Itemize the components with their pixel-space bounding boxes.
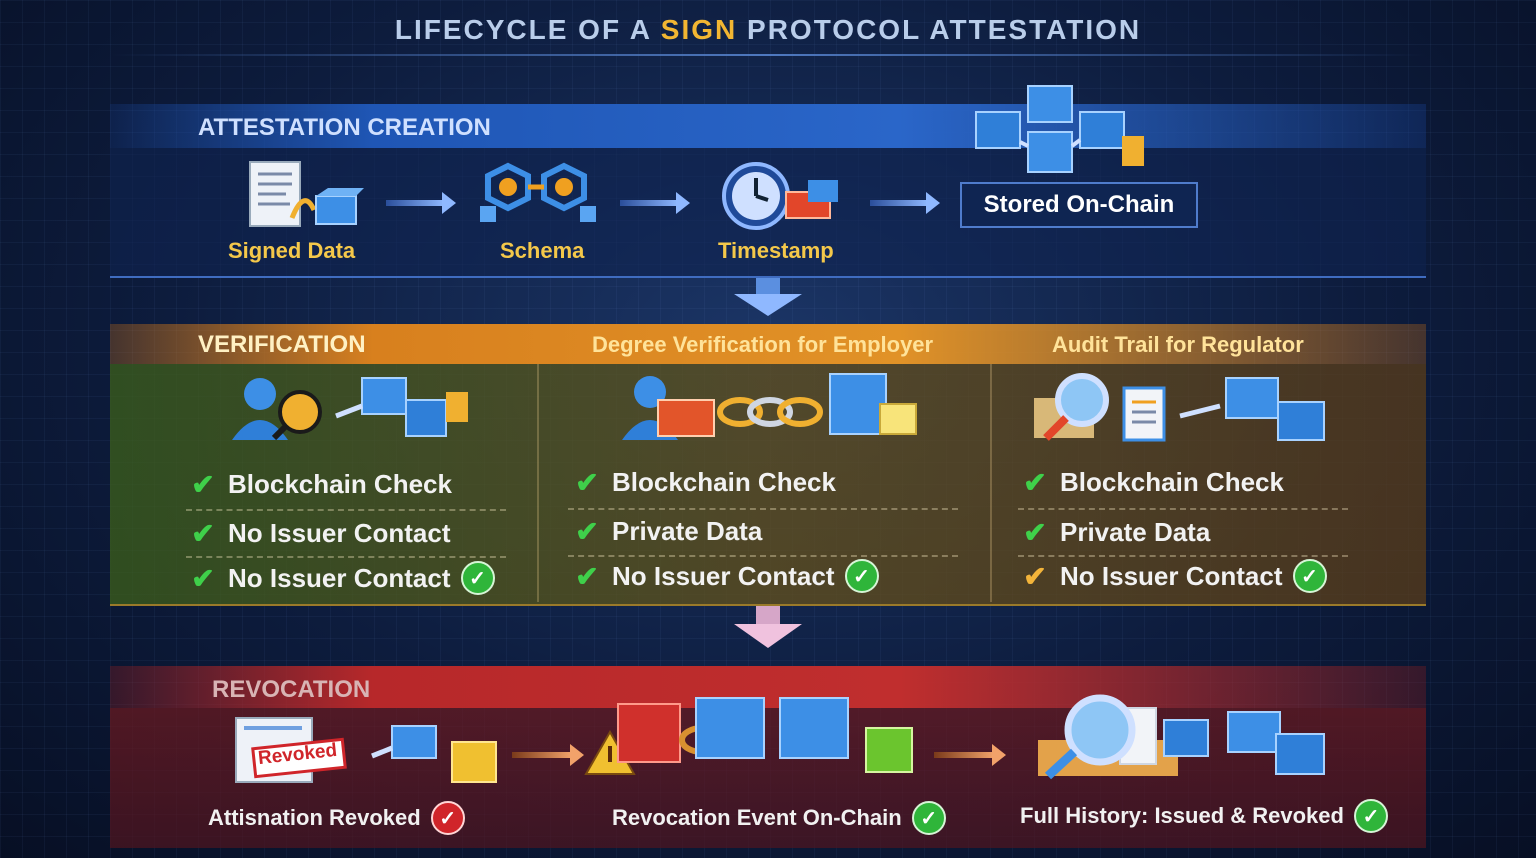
- check-icon: ✔: [188, 517, 218, 550]
- verified-badge-icon: ✓: [461, 561, 495, 595]
- check-icon: ✔: [1020, 516, 1050, 549]
- check-icon: ✔: [572, 560, 602, 593]
- check-icon: ✔: [188, 562, 218, 595]
- check-icon: ✔: [1020, 466, 1050, 499]
- signed-document-icon: [246, 160, 362, 234]
- verification-title: VERIFICATION: [198, 331, 366, 359]
- verified-badge-icon: ✓: [1354, 799, 1388, 833]
- col2-check-3: ✔ No Issuer Contact ✓: [572, 556, 879, 596]
- col2-check-1: ✔ Blockchain Check: [572, 462, 836, 502]
- arrow-right-4: [512, 752, 572, 758]
- verified-badge-icon: ✓: [912, 801, 946, 835]
- column-divider-2: [990, 364, 992, 602]
- creation-title: ATTESTATION CREATION: [198, 114, 491, 142]
- revocation-item-1: Attisnation Revoked ✓: [208, 798, 465, 838]
- step-signed-data: Signed Data: [228, 238, 355, 264]
- arrow-right-3: [870, 200, 928, 206]
- timestamp-clock-icon: [716, 160, 840, 234]
- arrow-right-1: [386, 200, 444, 206]
- verification-col3-title: Audit Trail for Regulator: [1052, 332, 1304, 358]
- revoked-check-icon: ✓: [431, 801, 465, 835]
- col3-check-2: ✔ Private Data: [1020, 512, 1210, 552]
- separator: [186, 509, 506, 511]
- step-timestamp: Timestamp: [718, 238, 834, 264]
- separator: [568, 508, 958, 510]
- revocation-item-3: Full History: Issued & Revoked ✓: [1020, 796, 1388, 836]
- verified-badge-icon: ✓: [1293, 559, 1327, 593]
- col1-check-2: ✔ No Issuer Contact: [188, 513, 451, 553]
- check-icon: ✔: [572, 466, 602, 499]
- stored-on-chain-box: Stored On-Chain: [960, 182, 1198, 228]
- revocation-chain-icon: [582, 694, 922, 780]
- title-divider: [110, 54, 1426, 56]
- column-divider-1: [537, 364, 539, 602]
- separator: [1018, 508, 1348, 510]
- down-arrow-2-stem: [756, 606, 780, 626]
- down-arrow-1: [734, 294, 802, 316]
- audit-magnifier-icon: [1030, 370, 1330, 446]
- verified-badge-icon: ✓: [845, 559, 879, 593]
- step-schema: Schema: [500, 238, 584, 264]
- history-magnifier-icon: [1024, 690, 1330, 782]
- revocation-item-2: Revocation Event On-Chain ✓: [612, 798, 946, 838]
- col3-check-1: ✔ Blockchain Check: [1020, 462, 1284, 502]
- schema-network-icon: [478, 158, 598, 232]
- verification-col2-title: Degree Verification for Employer: [592, 332, 933, 358]
- revocation-title: REVOCATION: [212, 676, 370, 704]
- check-icon: ✔: [1020, 560, 1050, 593]
- check-icon: ✔: [188, 468, 218, 501]
- down-arrow-2: [734, 624, 802, 648]
- employer-chain-icon: [618, 370, 920, 446]
- blockchain-cubes-icon: [972, 82, 1168, 182]
- user-verify-icon: [226, 372, 476, 444]
- col1-check-1: ✔ Blockchain Check: [188, 464, 452, 504]
- col3-check-3: ✔ No Issuer Contact ✓: [1020, 556, 1327, 596]
- arrow-right-5: [934, 752, 994, 758]
- creation-header-band: ATTESTATION CREATION: [110, 104, 1426, 148]
- col2-check-2: ✔ Private Data: [572, 511, 762, 551]
- check-icon: ✔: [572, 515, 602, 548]
- col1-check-3: ✔ No Issuer Contact ✓: [188, 558, 495, 598]
- page-title: LIFECYCLE OF A SIGN PROTOCOL ATTESTATION: [0, 14, 1536, 46]
- arrow-right-2: [620, 200, 678, 206]
